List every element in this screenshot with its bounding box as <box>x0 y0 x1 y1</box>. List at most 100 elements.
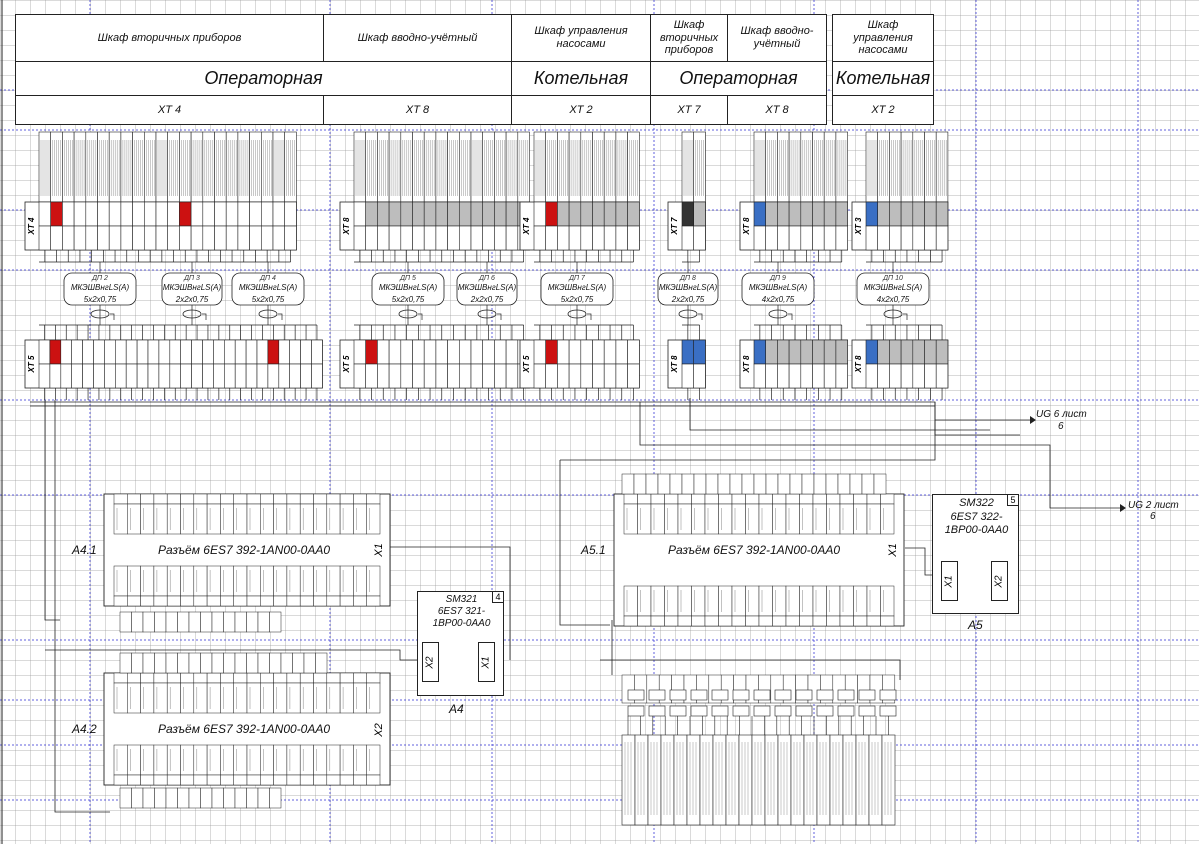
strip-label-bottom: XT 5 <box>27 355 36 373</box>
module-a5[interactable]: 5 SM322 6ES7 322-1BP00-0AA0 X1 X2 <box>932 494 1019 614</box>
terminal-row-cell <box>131 652 144 674</box>
arrow-ug2 <box>1120 504 1126 512</box>
signal-description-cell <box>647 734 662 826</box>
terminal-bottom <box>132 225 145 251</box>
connector-pin-bottom <box>127 774 141 786</box>
terminal-row-cell <box>211 787 224 809</box>
connector-signal-top <box>127 503 141 535</box>
module-a4[interactable]: 4 SM321 6ES7 321-1BP00-0AA0 X2 X1 <box>417 591 504 696</box>
terminal-row-cell <box>269 787 282 809</box>
module-a4-number: 4 <box>492 592 503 603</box>
module-a4-port-x2[interactable]: X2 <box>422 642 439 682</box>
terminal-top-b <box>494 339 507 365</box>
terminal-top <box>865 201 878 227</box>
wire <box>639 402 1120 509</box>
module-a5-port-x1[interactable]: X1 <box>941 561 958 601</box>
terminal-bottom <box>777 225 790 251</box>
connector-pin-bottom <box>153 774 168 786</box>
connector-signal-bottom <box>140 744 155 776</box>
connector-signal-top <box>180 503 195 535</box>
relay-contact <box>774 689 792 701</box>
terminal-top-b <box>681 339 694 365</box>
connector-signal-bottom <box>637 585 652 617</box>
strip-label-top: XT 8 <box>342 217 351 235</box>
cable-type: МКЭШВнгLS(А) <box>749 283 808 292</box>
offsheet-ug2-sheet: 6 <box>1150 511 1156 522</box>
terminal-row-cell <box>645 473 659 495</box>
connector-pin-bottom <box>246 595 261 607</box>
connector-signal-top <box>772 503 787 535</box>
connector-signal-top <box>193 503 208 535</box>
terminal-top-b <box>158 339 171 365</box>
terminal-bottom-b <box>568 363 582 389</box>
terminal-bottom-b <box>224 363 236 389</box>
terminal-top <box>753 201 766 227</box>
terminal-top-b <box>865 339 878 365</box>
terminal-row-cell <box>165 611 178 633</box>
connector-signal-bottom <box>233 565 248 597</box>
terminal-bottom <box>470 225 483 251</box>
terminal-top-b <box>615 339 628 365</box>
connector-signal-bottom <box>812 585 827 617</box>
connector-pin-bottom <box>140 774 155 786</box>
connector-pin-bottom <box>140 595 155 607</box>
connector-signal-top <box>326 503 341 535</box>
connector-pin-bottom <box>246 774 261 786</box>
connector-pin-top <box>637 493 652 505</box>
connector-signal-top <box>166 682 181 714</box>
connector-signal-bottom <box>153 565 168 597</box>
connector-signal-bottom <box>799 585 814 617</box>
connector-pin-top <box>313 672 328 684</box>
terminal-top <box>400 201 413 227</box>
connector-signal-bottom <box>127 565 141 597</box>
terminal-bottom <box>400 225 413 251</box>
module-a4-port-x1[interactable]: X1 <box>478 642 495 682</box>
terminal-top-b <box>482 339 495 365</box>
terminal-top-b <box>136 339 149 365</box>
shield-ground <box>418 313 423 320</box>
connector-signal-bottom <box>299 744 314 776</box>
terminal-row-cell <box>269 652 282 674</box>
connector-pin-bottom <box>220 595 234 607</box>
module-a5-port-x2[interactable]: X2 <box>991 561 1008 601</box>
terminal-bottom <box>458 225 472 251</box>
terminal-top-b <box>627 339 640 365</box>
terminal-bottom <box>494 225 507 251</box>
terminal-row-cell <box>861 473 875 495</box>
terminal-top-b <box>82 339 94 365</box>
terminal-row-cell <box>729 473 743 495</box>
connector-signal-bottom <box>193 744 208 776</box>
terminal-row-cell <box>315 652 328 674</box>
connector-signal-bottom <box>650 585 665 617</box>
connector-signal-bottom <box>339 744 354 776</box>
shield-symbol <box>398 309 418 319</box>
connector-pin-top <box>246 493 261 505</box>
connector-signal-top <box>140 682 155 714</box>
terminal-top <box>580 201 593 227</box>
connector-signal-top <box>650 503 665 535</box>
terminal-bottom <box>788 225 802 251</box>
connector-signal-top <box>260 682 274 714</box>
connector-pin-top <box>286 493 301 505</box>
signal-description-cell <box>803 734 818 826</box>
offsheet-ug2: UG 2 лист <box>1128 500 1179 511</box>
relay-contact <box>858 689 876 701</box>
connector-signal-bottom <box>313 744 328 776</box>
shield-ground <box>110 313 115 320</box>
terminal-top-b <box>400 339 413 365</box>
module-a5-name: SM322 <box>959 497 994 509</box>
connector-pin-top <box>233 672 248 684</box>
terminal-bottom <box>225 225 239 251</box>
terminal-row-cell <box>801 473 815 495</box>
offsheet-ug6: UG 6 лист <box>1036 409 1087 420</box>
terminal-top <box>889 201 902 227</box>
terminal-top-b <box>603 339 617 365</box>
connector-pin-bottom <box>623 615 638 627</box>
terminal-top-b <box>147 339 160 365</box>
signal-description-cell <box>738 734 753 826</box>
connector-pin-top <box>772 493 787 505</box>
terminal-bottom <box>615 225 628 251</box>
connector-pin-bottom <box>785 615 800 627</box>
terminal-bottom-b <box>545 363 558 389</box>
header-location-2: Котельная <box>511 61 651 96</box>
